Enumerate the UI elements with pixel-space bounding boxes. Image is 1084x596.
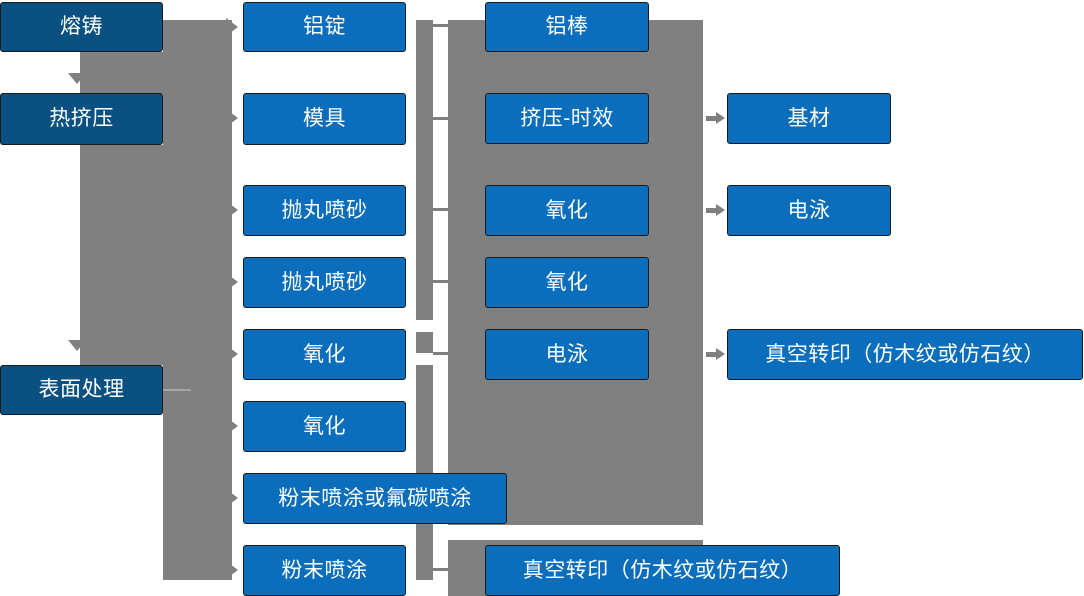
notch-gap-2 <box>416 353 433 365</box>
connector-vertical-left-upper <box>80 52 163 94</box>
connector-narrow-bar-column2 <box>416 20 433 580</box>
arrowhead-to-shot-blasting-1 <box>226 201 238 219</box>
material-label-oxidation-2: 氧化 <box>303 414 346 438</box>
connector-stub-row4 <box>433 280 448 283</box>
connector-arrowhead-down-to-hot-extrusion <box>68 73 86 84</box>
material-box-powder-coating[interactable]: 粉末喷涂 <box>243 542 406 596</box>
connector-stub-row8 <box>433 568 448 571</box>
material-box-shot-blasting-2[interactable]: 抛丸喷砂 <box>243 254 406 308</box>
connector-stub-row2 <box>433 117 448 120</box>
process-label-electrophoresis: 电泳 <box>545 342 589 366</box>
arrowhead-to-oxidation-2 <box>226 417 238 435</box>
arrowhead-to-mould <box>226 109 238 127</box>
arrowhead-to-aluminum-ingot <box>226 18 238 36</box>
material-label-mould: 模具 <box>303 107 346 131</box>
material-label-powder-coating: 粉末喷涂 <box>281 558 368 582</box>
connector-vertical-left-lower <box>80 145 163 365</box>
process-box-aluminum-bar[interactable]: 铝棒 <box>485 0 649 52</box>
arrow-to-vacuum-transfer-print <box>706 348 725 360</box>
process-box-extrusion-aging[interactable]: 挤压-时效 <box>485 90 649 144</box>
material-box-oxidation-2[interactable]: 氧化 <box>243 398 406 452</box>
output-box-electrophoresis[interactable]: 电泳 <box>727 182 891 236</box>
connector-stub-row5 <box>433 352 448 355</box>
stage-box-hot-extrusion[interactable]: 热挤压 <box>0 93 163 145</box>
process-box-oxidation-2[interactable]: 氧化 <box>485 254 649 308</box>
material-label-powder-or-fluorocarbon-coating: 粉末喷涂或氟碳喷涂 <box>278 486 472 510</box>
stage-box-surface-treatment[interactable]: 表面处理 <box>0 365 163 415</box>
stage-box-melting-casting[interactable]: 熔铸 <box>0 2 163 52</box>
process-label-oxidation-2: 氧化 <box>545 270 589 294</box>
connector-arrowhead-down-to-surface-treatment <box>68 340 86 351</box>
stage-label-hot-extrusion: 热挤压 <box>49 107 114 131</box>
connector-line-surface-treatment <box>163 389 191 391</box>
connector-main-bar-column1 <box>163 20 232 580</box>
arrowhead-to-oxidation-1 <box>226 345 238 363</box>
process-label-aluminum-bar: 铝棒 <box>545 15 589 39</box>
arrow-to-base-material <box>706 112 725 124</box>
material-label-aluminum-ingot: 铝锭 <box>303 15 346 39</box>
connector-stub-row1 <box>433 24 448 27</box>
material-box-shot-blasting-1[interactable]: 抛丸喷砂 <box>243 182 406 236</box>
connector-stub-row3 <box>433 208 448 211</box>
material-label-oxidation-1: 氧化 <box>303 342 346 366</box>
material-box-aluminum-ingot[interactable]: 铝锭 <box>243 0 406 52</box>
stage-label-surface-treatment: 表面处理 <box>38 378 125 402</box>
process-box-electrophoresis[interactable]: 电泳 <box>485 326 649 380</box>
arrow-to-electrophoresis <box>706 204 725 216</box>
output-box-vacuum-transfer-print[interactable]: 真空转印（仿木纹或仿石纹） <box>727 326 1083 380</box>
output-box-base-material[interactable]: 基材 <box>727 90 891 144</box>
process-label-extrusion-aging: 挤压-时效 <box>520 106 614 130</box>
output-label-base-material: 基材 <box>787 106 831 130</box>
process-label-oxidation-1: 氧化 <box>545 198 589 222</box>
stage-label-melting-casting: 熔铸 <box>60 15 103 39</box>
process-box-oxidation-1[interactable]: 氧化 <box>485 182 649 236</box>
material-box-mould[interactable]: 模具 <box>243 90 406 145</box>
process-label-vacuum-transfer-print: 真空转印（仿木纹或仿石纹） <box>522 558 803 582</box>
process-box-vacuum-transfer-print[interactable]: 真空转印（仿木纹或仿石纹） <box>485 542 840 596</box>
arrowhead-to-shot-blasting-2 <box>226 273 238 291</box>
material-box-powder-or-fluorocarbon-coating[interactable]: 粉末喷涂或氟碳喷涂 <box>243 470 507 524</box>
material-label-shot-blasting-2: 抛丸喷砂 <box>281 270 368 294</box>
arrowhead-to-powder-coating <box>226 561 238 579</box>
material-label-shot-blasting-1: 抛丸喷砂 <box>281 198 368 222</box>
output-label-vacuum-transfer-print: 真空转印（仿木纹或仿石纹） <box>765 342 1045 366</box>
material-box-oxidation-1[interactable]: 氧化 <box>243 326 406 380</box>
arrowhead-to-powder-or-fluorocarbon-coating <box>226 489 238 507</box>
notch-gap-1 <box>416 320 433 332</box>
output-label-electrophoresis: 电泳 <box>787 198 831 222</box>
